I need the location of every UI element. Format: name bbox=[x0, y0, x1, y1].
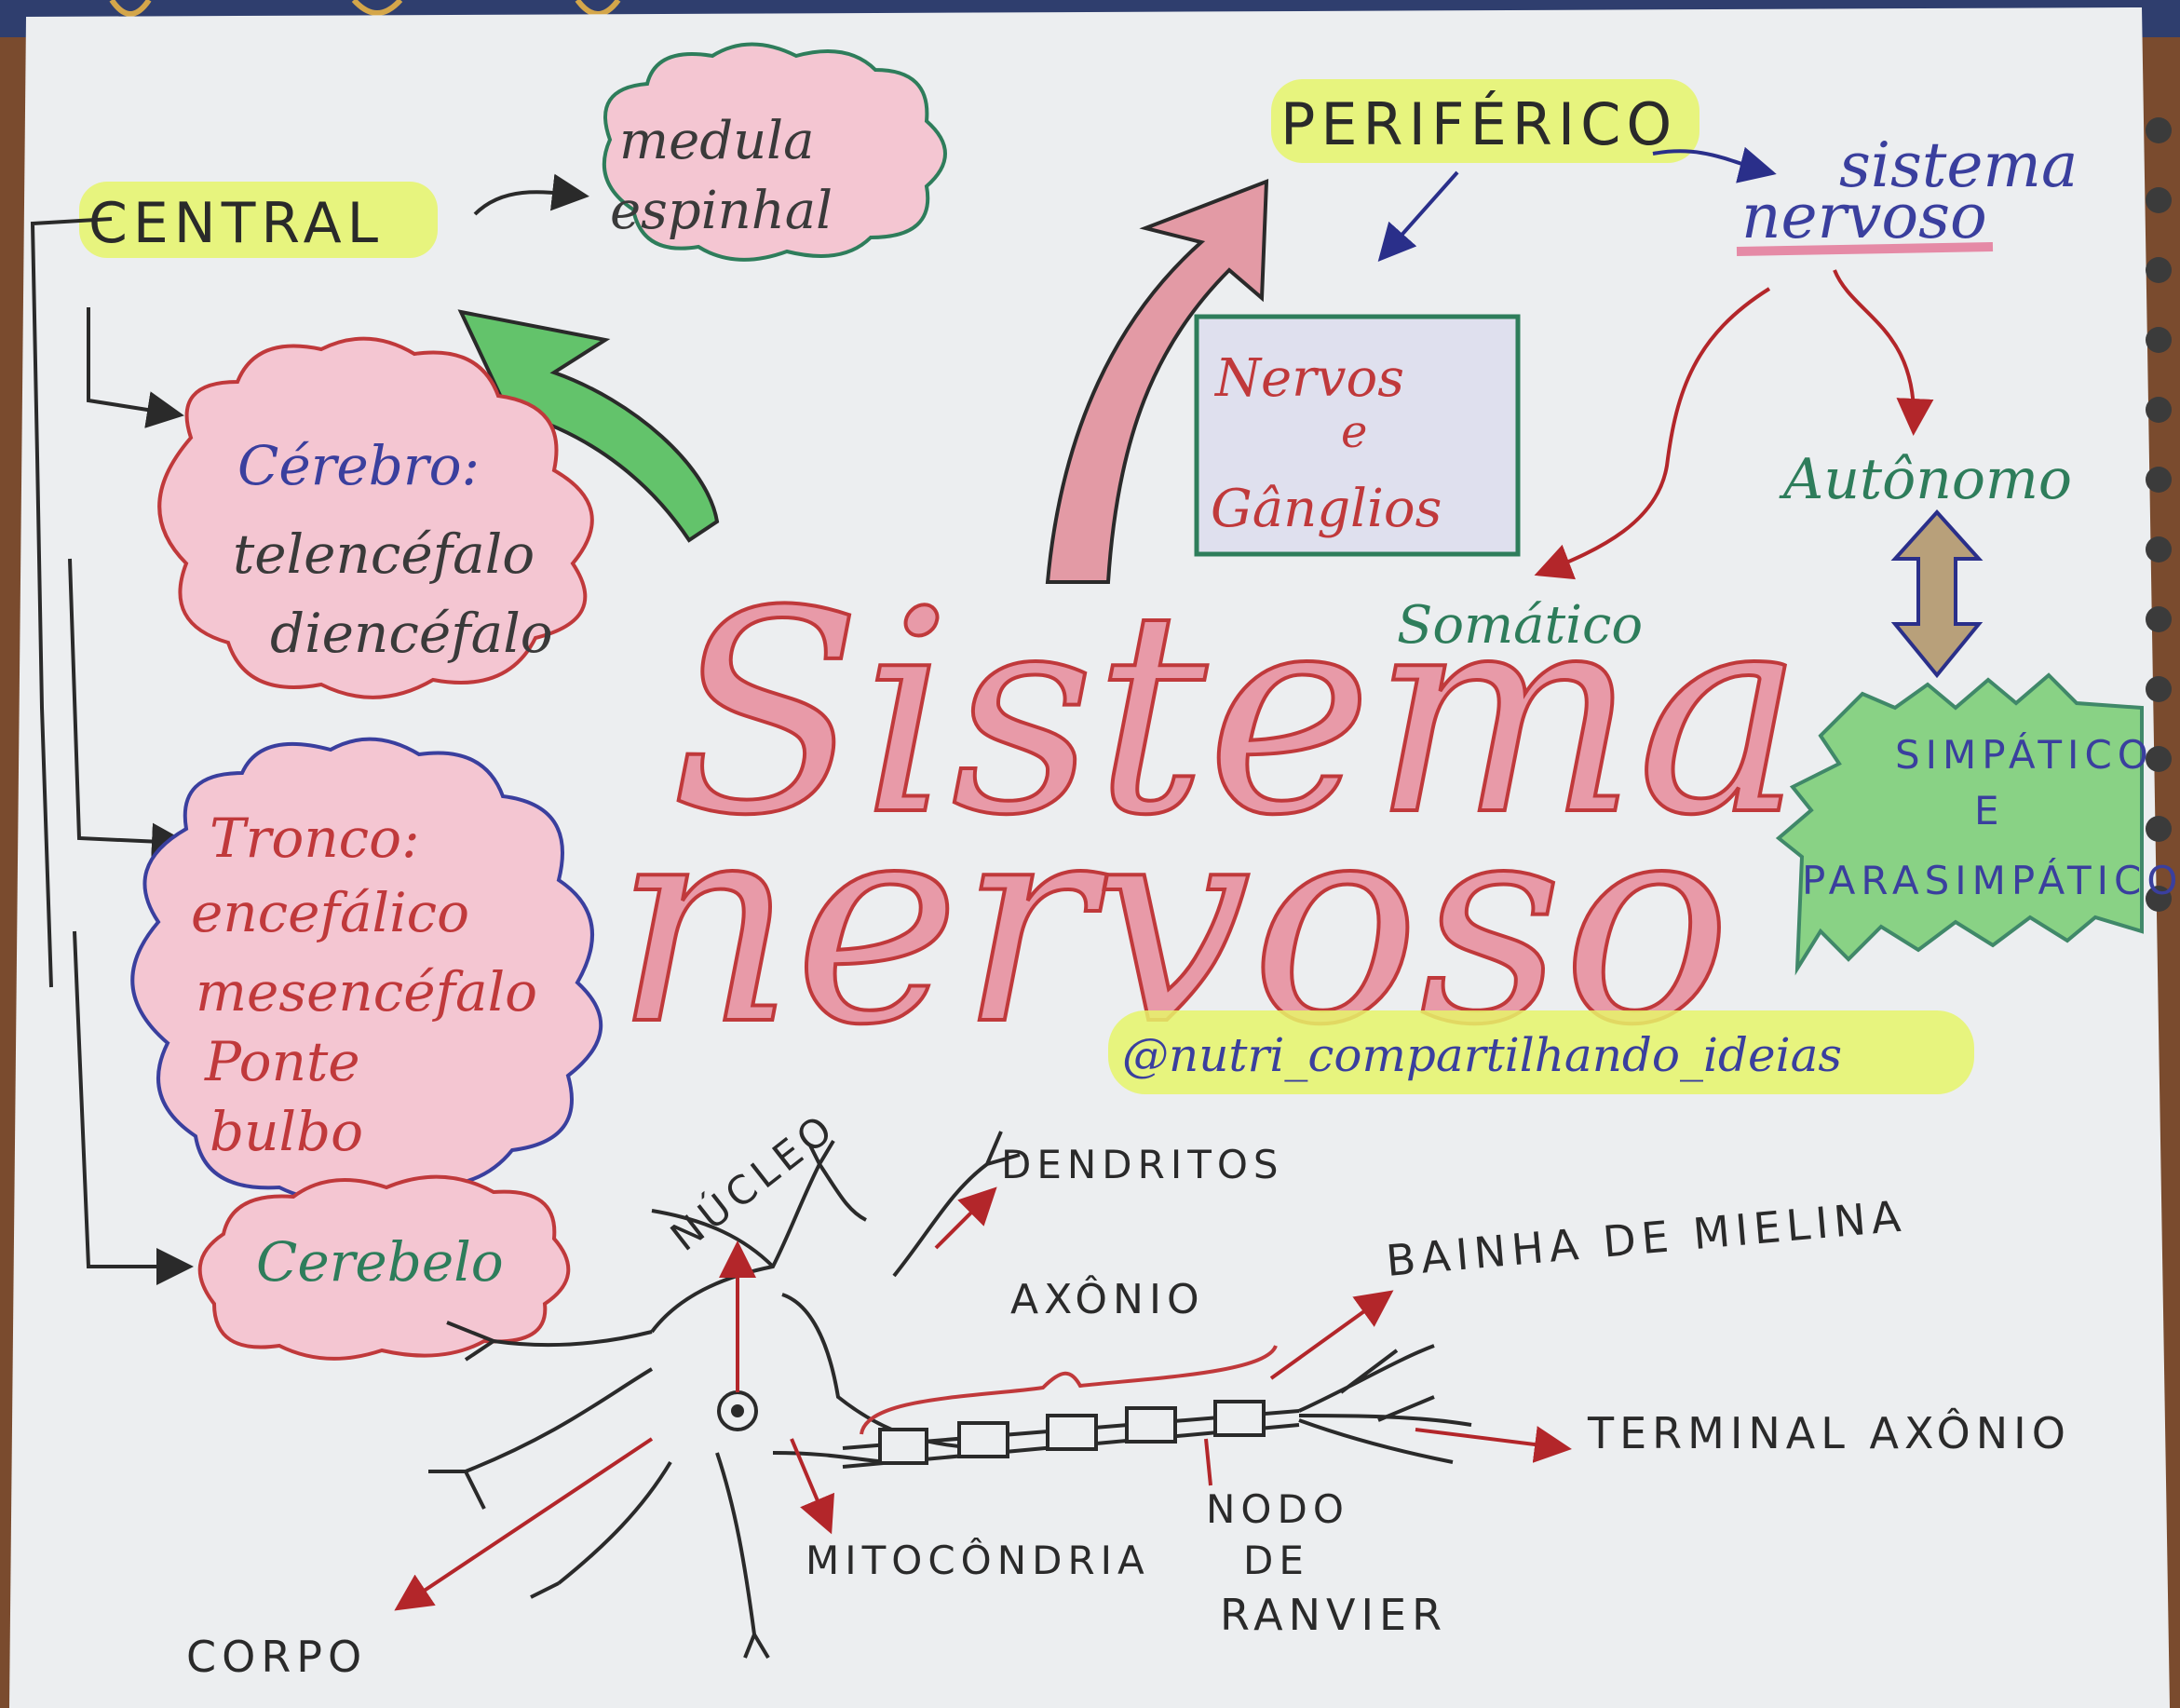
mitocondria-label: MITOCÔNDRIA bbox=[806, 1537, 1150, 1583]
arrow-to-cerebelo bbox=[73, 930, 194, 1285]
tronco-line1: Tronco: bbox=[210, 807, 420, 870]
corpo-label: CORPO bbox=[186, 1632, 367, 1682]
nodo-line3: RANVIER bbox=[1220, 1590, 1447, 1640]
myelin-sheaths bbox=[878, 1400, 1266, 1465]
arrow-bainha bbox=[1269, 1290, 1394, 1380]
central-highlight bbox=[79, 182, 438, 258]
nervos-box bbox=[1194, 314, 1521, 557]
arrow-corpo bbox=[394, 1437, 654, 1611]
dendritos-label: DENDRITOS bbox=[1001, 1142, 1284, 1187]
handle-text: @nutri_compartilhando_ideias bbox=[1122, 1028, 1842, 1082]
periferico-label: PERIFÉRICO bbox=[1280, 90, 1677, 158]
tronco-line4: Ponte bbox=[204, 1030, 360, 1093]
cerebro-line3: diencéfalo bbox=[270, 602, 553, 665]
pink-arrow bbox=[1045, 179, 1269, 584]
sn-line1: sistema bbox=[1839, 129, 2078, 201]
cerebelo-label: Cerebelo bbox=[256, 1230, 504, 1294]
nodo-line2: DE bbox=[1243, 1538, 1309, 1583]
blue-arrow-periferico bbox=[1377, 170, 1459, 262]
medula-line2: espinhal bbox=[610, 181, 833, 241]
arrow-dendritos bbox=[934, 1186, 997, 1250]
blue-arrow-sistema bbox=[1652, 146, 1777, 183]
nervos-line3: Gânglios bbox=[1211, 479, 1442, 539]
cerebro-line1: Cérebro: bbox=[237, 434, 480, 497]
sn-line2: nervoso bbox=[1741, 181, 1987, 252]
arrow-to-medula bbox=[473, 173, 589, 216]
simpatico-shape bbox=[1775, 672, 2144, 976]
simpatico-line1: SIMPÁTICO bbox=[1895, 731, 2154, 778]
double-arrow bbox=[1890, 509, 1984, 679]
periferico-highlight bbox=[1271, 79, 1699, 163]
medula-cloud bbox=[602, 42, 947, 262]
title-line1: Sistema bbox=[670, 551, 1804, 876]
tronco-line2: encefálico bbox=[191, 881, 469, 944]
handle-highlight bbox=[1108, 1010, 1974, 1094]
nodo-line1: NODO bbox=[1206, 1486, 1349, 1532]
cerebelo-cloud bbox=[197, 1174, 571, 1361]
sn-underline bbox=[1736, 242, 1994, 256]
medula-line1: medula bbox=[619, 111, 814, 171]
arrow-to-tronco bbox=[68, 558, 189, 861]
tronco-cloud bbox=[130, 737, 603, 1202]
central-trunk-line bbox=[30, 217, 113, 988]
autonomo-label: Autônomo bbox=[1779, 447, 2072, 512]
tronco-line5: bulbo bbox=[210, 1100, 363, 1163]
arrow-mitocondria bbox=[790, 1438, 835, 1535]
somatico-label: Somático bbox=[1397, 595, 1643, 656]
nervos-line1: Nervos bbox=[1213, 348, 1404, 409]
nervos-line2: e bbox=[1341, 406, 1367, 458]
cerebro-line2: telencéfalo bbox=[233, 522, 535, 586]
arrow-terminal bbox=[1415, 1426, 1572, 1463]
spiral-binding bbox=[2146, 117, 2172, 912]
simpatico-line3: PARASIMPÁTICO bbox=[1802, 857, 2180, 903]
line-nodo bbox=[1204, 1438, 1212, 1486]
cerebro-cloud bbox=[157, 336, 594, 699]
green-arrow bbox=[457, 309, 720, 543]
simpatico-line2: E bbox=[1974, 788, 2005, 834]
central-label: CENTRAL bbox=[88, 191, 384, 256]
arrow-to-somatico bbox=[1534, 287, 1771, 580]
axonio-label: AXÔNIO bbox=[1010, 1274, 1205, 1323]
arrow-to-cerebro bbox=[87, 307, 184, 428]
axon-brace bbox=[860, 1345, 1278, 1435]
tronco-line3: mesencéfalo bbox=[196, 960, 537, 1023]
arrow-to-autonomo bbox=[1833, 269, 1934, 436]
terminal-label: TERMINAL AXÔNIO bbox=[1587, 1407, 2071, 1458]
